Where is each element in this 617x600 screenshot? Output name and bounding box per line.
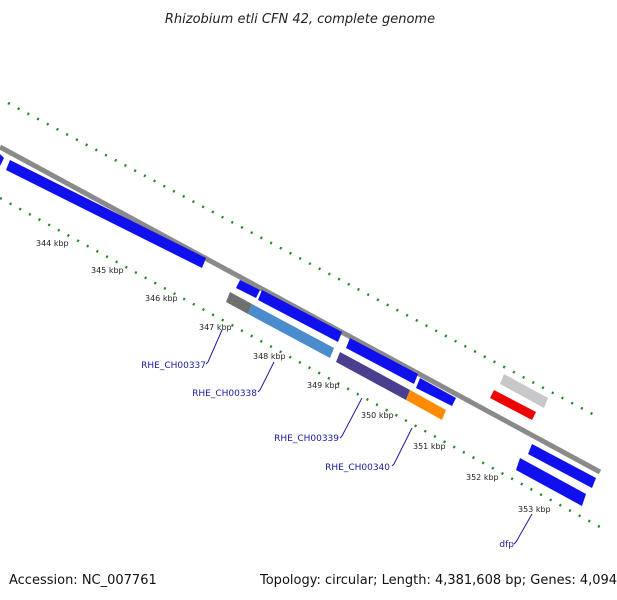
leader-rhe-ch00339 [339,397,363,439]
kbp-ticks: 344 kbp 345 kbp 346 kbp 347 kbp 348 kbp … [36,239,551,514]
gene-346kbp-small[interactable] [236,280,260,298]
gene-label-dfp[interactable]: dfp [499,540,514,550]
tick-label: 348 kbp [253,352,286,361]
accession-text: Accession: NC_007761 [9,573,157,588]
inner-dotted-track [0,196,601,529]
tick-label: 353 kbp [518,505,551,514]
genome-summary-text: Topology: circular; Length: 4,381,608 bp… [260,573,617,588]
tick-label: 346 kbp [145,294,178,303]
gene-labels: RHE_CH00337 RHE_CH00338 RHE_CH00339 RHE_… [141,361,514,550]
leader-rhe-ch00337 [205,329,223,365]
gene-347kbp-upper[interactable] [258,290,342,342]
genome-map: Rhizobium etli CFN 42, complete genome [0,12,602,550]
gene-label-leaders [205,329,533,545]
gene-349kbp-upper[interactable] [346,338,418,384]
leader-rhe-ch00338 [257,361,275,393]
leader-dfp [513,513,533,545]
tick-label: 351 kbp [413,442,446,451]
gene-dfp[interactable] [516,458,586,506]
gene-352kbp-red[interactable] [490,390,536,420]
gene-rhe-ch00338[interactable] [248,304,334,358]
gene-label-rhe-ch00340[interactable]: RHE_CH00340 [325,463,390,473]
tick-label: 349 kbp [307,381,340,390]
gene-features [0,154,596,506]
tick-label: 347 kbp [199,323,232,332]
leader-rhe-ch00340 [391,427,413,467]
gene-rhe-ch00337[interactable] [226,292,252,314]
tick-label: 350 kbp [361,411,394,420]
gene-label-rhe-ch00337[interactable]: RHE_CH00337 [141,361,206,371]
gene-label-rhe-ch00338[interactable]: RHE_CH00338 [192,389,257,399]
tick-label: 345 kbp [91,266,124,275]
gene-352kbp-lightgrey[interactable] [500,374,548,408]
gene-left-edge[interactable] [0,154,4,166]
gene-rhe-ch00339[interactable] [336,352,410,400]
tick-label: 344 kbp [36,239,69,248]
genome-backbone [0,144,602,475]
gene-353kbp-upper[interactable] [528,444,596,488]
gene-rhe-ch00340[interactable] [406,390,446,420]
gene-351kbp-upper[interactable] [416,378,456,406]
gene-344kbp[interactable] [6,160,206,268]
genome-title: Rhizobium etli CFN 42, complete genome [165,12,435,27]
outer-dotted-track [7,101,601,420]
tick-label: 352 kbp [466,473,499,482]
gene-label-rhe-ch00339[interactable]: RHE_CH00339 [274,434,339,444]
